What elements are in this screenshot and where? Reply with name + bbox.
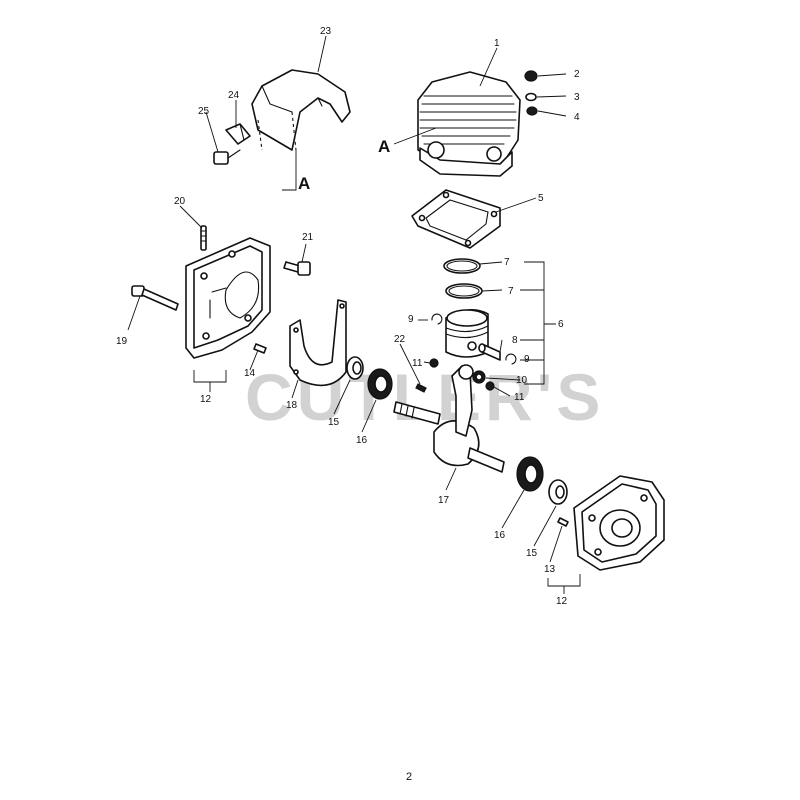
- callout-12a: 12: [200, 394, 212, 405]
- callout-16b: 16: [494, 530, 506, 541]
- ref-mark-a-lower: A: [378, 137, 390, 156]
- callout-1: 1: [494, 38, 500, 49]
- part-5-cylinder-gasket: [411, 189, 501, 249]
- callout-23: 23: [320, 26, 332, 37]
- part-1-cylinder: [417, 71, 521, 177]
- callout-17: 17: [438, 495, 450, 506]
- callout-24: 24: [228, 90, 240, 101]
- callout-9a: 9: [408, 314, 414, 325]
- part-14-dowel-pin: [253, 343, 267, 354]
- callout-5: 5: [538, 193, 544, 204]
- callout-4: 4: [574, 112, 580, 123]
- part-16-bearing-left: [367, 368, 393, 400]
- part-21-screw: [283, 261, 311, 276]
- part-12-crankcase-right: [573, 475, 665, 571]
- callout-labels: 23 1 2 3 4 24 25 5 20 21 7 7 6 9 8 9 19 …: [116, 26, 580, 607]
- callout-11a: 11: [412, 358, 423, 369]
- part-4-spacer: [526, 106, 538, 116]
- part-15-oil-seal-right: [548, 479, 568, 505]
- part-20-stud: [200, 225, 207, 251]
- part-19-bolt: [131, 285, 179, 311]
- leader-lines: [127, 35, 581, 594]
- callout-21: 21: [302, 232, 314, 243]
- callout-7a: 7: [504, 257, 510, 268]
- part-8-piston-pin: [478, 343, 501, 361]
- page-number: 2: [406, 771, 412, 783]
- ref-arrow-a-cylinder: [393, 127, 437, 145]
- part-10-needle-bearing: [472, 370, 486, 384]
- callout-16a: 16: [356, 435, 368, 446]
- part-2-nut: [524, 70, 538, 82]
- callout-18: 18: [286, 400, 298, 411]
- part-18-crankcase-gasket: [289, 299, 347, 387]
- part-12-crankcase-left: [185, 237, 271, 359]
- part-13-dowel-pin: [557, 517, 569, 527]
- callout-14: 14: [244, 368, 256, 379]
- callout-13: 13: [544, 564, 556, 575]
- callout-7b: 7: [508, 286, 514, 297]
- part-11-thrust-washer-upper: [429, 358, 439, 368]
- callout-15a: 15: [328, 417, 340, 428]
- part-3-washer: [525, 92, 537, 102]
- ref-mark-a-upper: A: [298, 174, 310, 193]
- callout-8: 8: [512, 335, 518, 346]
- callout-11b: 11: [514, 392, 525, 403]
- part-7-piston-ring-lower: [445, 283, 483, 299]
- part-24-clip: [225, 123, 251, 145]
- callout-25: 25: [198, 106, 210, 117]
- callout-10: 10: [516, 375, 528, 386]
- part-16-bearing-right: [516, 456, 544, 492]
- part-11-thrust-washer-lower: [485, 381, 495, 391]
- callout-2: 2: [574, 69, 580, 80]
- callout-22: 22: [394, 334, 406, 345]
- callout-20: 20: [174, 196, 186, 207]
- callout-6: 6: [558, 319, 564, 330]
- part-9-circlip-left: [431, 313, 443, 325]
- callout-15b: 15: [526, 548, 538, 559]
- callout-19: 19: [116, 336, 128, 347]
- part-7-piston-ring-upper: [443, 258, 481, 274]
- part-9-circlip-right: [505, 353, 517, 365]
- part-22-woodruff-key: [415, 383, 427, 393]
- callout-9b: 9: [524, 354, 530, 365]
- callout-3: 3: [574, 92, 580, 103]
- part-17-crankshaft: [393, 364, 505, 473]
- callout-12b: 12: [556, 596, 568, 607]
- part-25-screw: [213, 149, 241, 165]
- part-15-oil-seal-left: [346, 356, 364, 380]
- part-23-cylinder-shroud: [251, 69, 351, 151]
- ref-line-a-upper: [282, 150, 297, 191]
